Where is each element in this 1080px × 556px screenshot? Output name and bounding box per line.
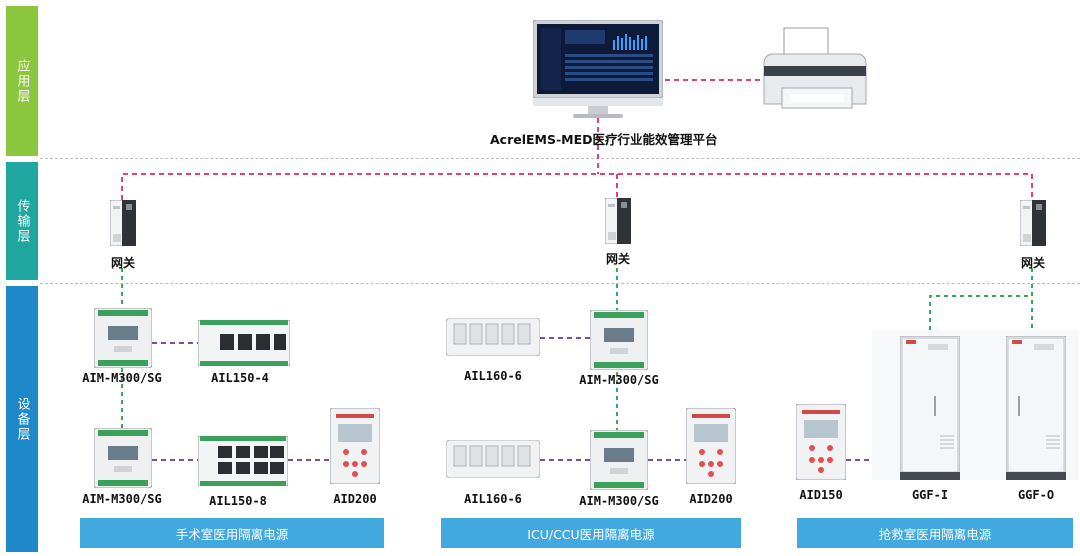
ail160-6-icon [445, 439, 541, 482]
gateway-icon-right [1019, 199, 1047, 250]
layer-transport: 传输层 [6, 162, 38, 280]
label-aid150: AID150 [799, 488, 843, 502]
divider-top [40, 158, 1080, 159]
label-aim-4: AIM-M300/SG [579, 494, 659, 508]
label-ggf-o: GGF-O [1017, 488, 1055, 502]
aim-m300-icon [589, 309, 649, 374]
layer-device-label: 设备层 [14, 396, 30, 442]
ail150-8-icon [197, 435, 289, 490]
layer-transport-label: 传输层 [14, 198, 30, 244]
aid200-icon [685, 407, 737, 488]
system-operating-room: 手术室医用隔离电源 [80, 518, 384, 548]
label-aid200-b: AID200 [689, 492, 733, 506]
label-ail160-a: AIL160-6 [464, 369, 522, 383]
aid200-icon [329, 407, 381, 488]
gateway-label-left: 网关 [110, 256, 136, 270]
monitor-icon [532, 19, 664, 124]
ail150-4-icon [197, 319, 291, 370]
aim-m300-icon [93, 427, 153, 492]
aim-m300-icon [93, 307, 153, 372]
gateway-icon-left [109, 199, 137, 250]
layer-application: 应用层 [6, 6, 38, 156]
label-ail150-4: AIL150-4 [211, 371, 269, 385]
layer-device: 设备层 [6, 286, 38, 552]
printer-icon [760, 24, 870, 118]
divider-bottom [40, 283, 1080, 284]
gateway-label-middle: 网关 [605, 252, 631, 266]
system-emergency-room: 抢救室医用隔离电源 [797, 518, 1073, 548]
ggf-o-icon [1005, 335, 1067, 484]
aim-m300-icon [589, 429, 649, 494]
label-aim-1: AIM-M300/SG [82, 371, 162, 385]
layer-application-label: 应用层 [14, 58, 30, 104]
ail160-6-icon [445, 317, 541, 360]
aid150-icon [795, 403, 847, 484]
label-aim-3: AIM-M300/SG [579, 373, 659, 387]
ggf-i-icon [899, 335, 961, 484]
system-icu-ccu: ICU/CCU医用隔离电源 [441, 518, 741, 548]
label-ggf-i: GGF-I [911, 488, 949, 502]
platform-title: AcrelEMS-MED医疗行业能效管理平台 [490, 132, 718, 147]
label-ail150-8: AIL150-8 [209, 494, 267, 508]
label-ail160-b: AIL160-6 [464, 492, 522, 506]
gateway-icon-middle [604, 197, 632, 248]
label-aid200-a: AID200 [333, 492, 377, 506]
gateway-label-right: 网关 [1020, 256, 1046, 270]
label-aim-2: AIM-M300/SG [82, 492, 162, 506]
